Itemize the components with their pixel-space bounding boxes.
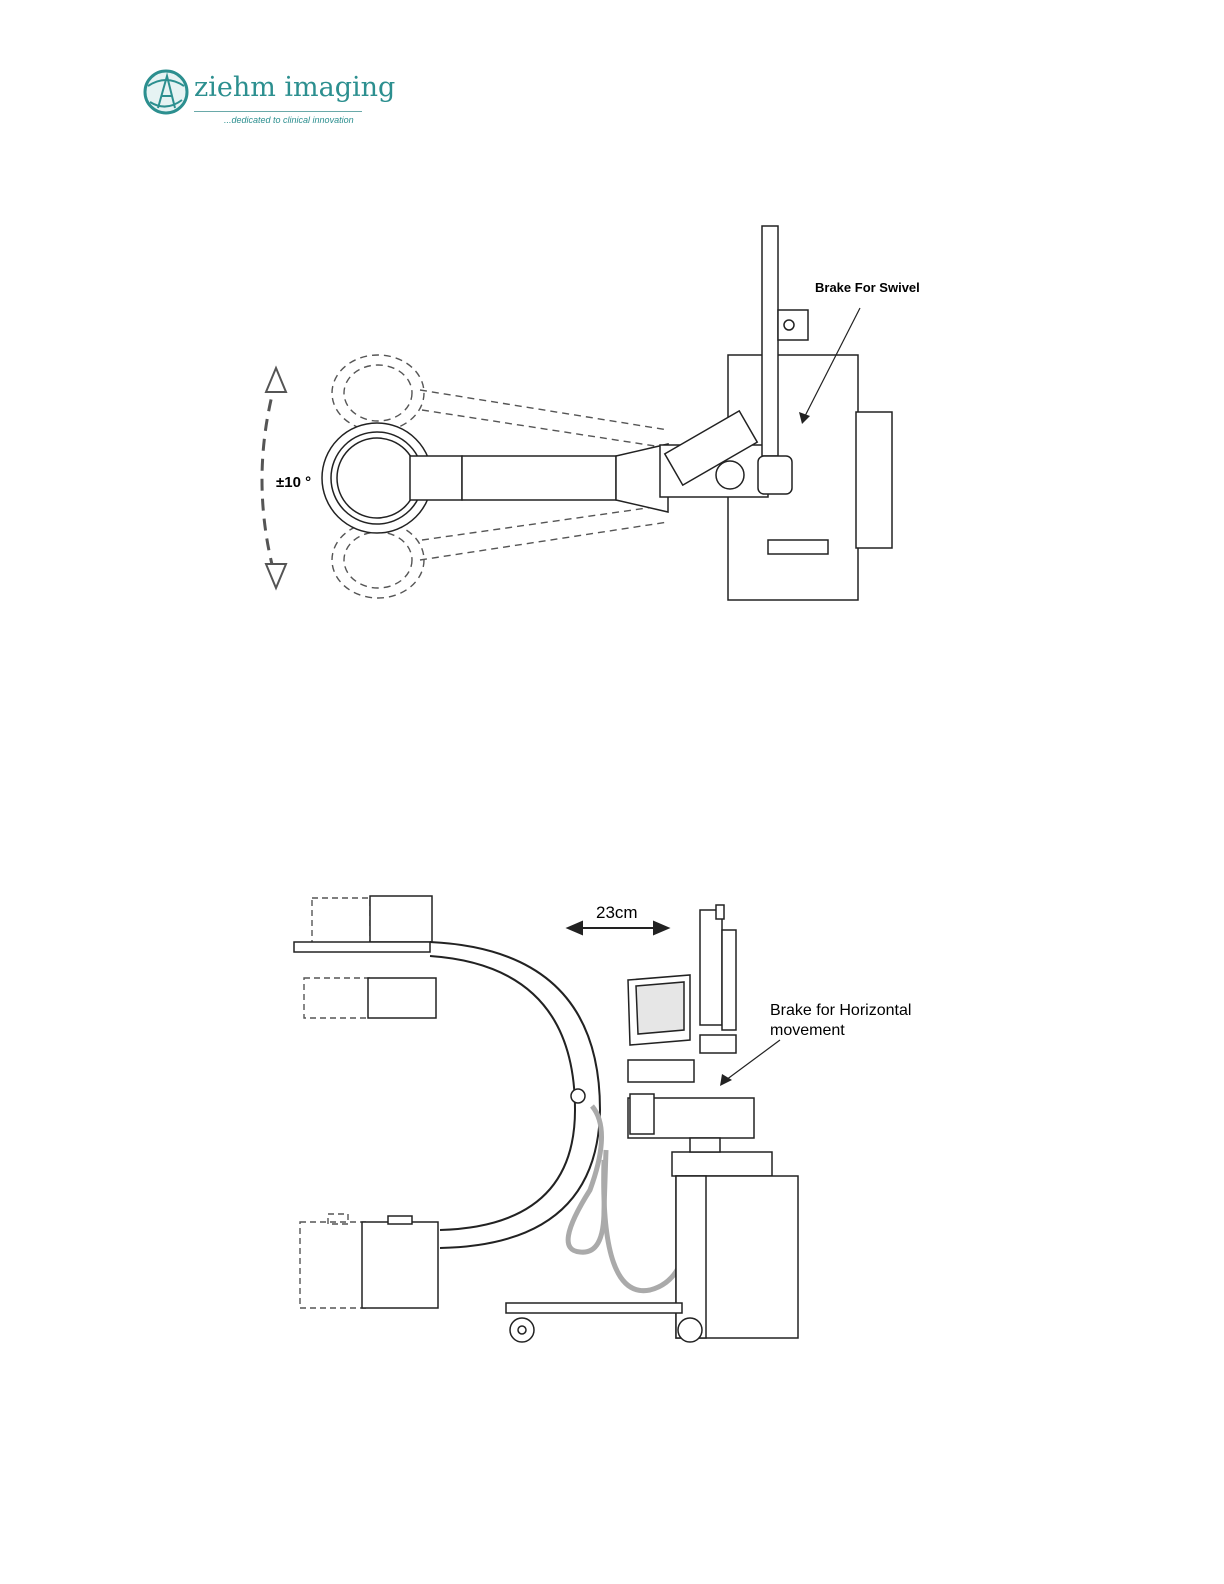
brake-horizontal-label-line2: movement	[770, 1022, 845, 1039]
distance-label: 23cm	[596, 903, 638, 922]
swivel-angle-label: ±10 °	[276, 474, 311, 491]
distance-arrow	[568, 922, 668, 934]
brake-horizontal-label-line1: Brake for Horizontal	[770, 1002, 911, 1019]
brake-swivel-label: Brake For Swivel	[815, 280, 920, 295]
c-arm-side-view	[294, 896, 600, 1308]
mobile-stand-side-view	[506, 905, 798, 1342]
horizontal-ghost-positions	[300, 898, 370, 1308]
